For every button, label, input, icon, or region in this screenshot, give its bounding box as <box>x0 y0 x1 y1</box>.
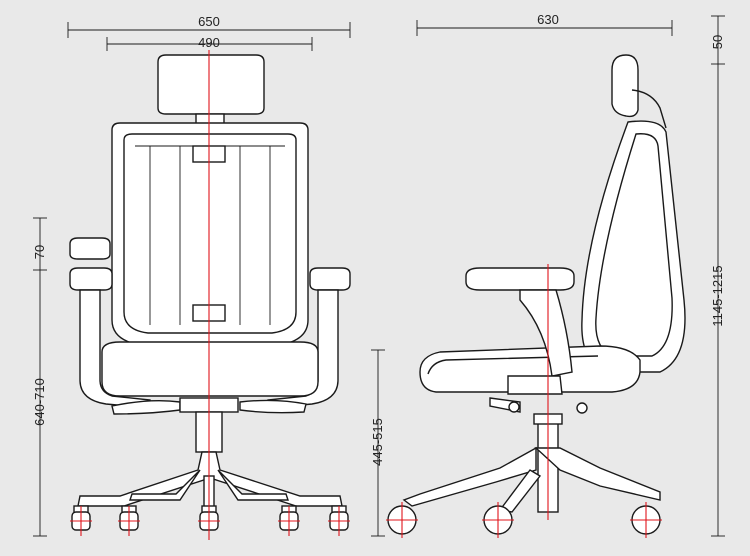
dimension-headrest-adjust: 50 <box>710 15 725 65</box>
front-backrest <box>111 122 309 346</box>
dim-label-70: 70 <box>32 245 47 259</box>
dimension-depth: 630 <box>416 12 673 36</box>
front-base <box>77 451 343 511</box>
side-armrest-pad <box>465 267 575 291</box>
dimension-armrest-height: 640-710 <box>32 270 47 537</box>
dimension-overall-width: 650 <box>67 14 351 38</box>
dimension-armrest-adjust: 70 <box>32 217 47 271</box>
side-centerlines <box>386 264 662 538</box>
dim-label-50: 50 <box>710 35 725 49</box>
dimension-overall-height: 1145-1215 <box>710 64 725 537</box>
side-casters <box>387 505 661 535</box>
side-seat <box>419 345 641 393</box>
front-view: 650 490 70 640-710 <box>32 14 351 540</box>
front-armrest-pad-upper-left <box>69 237 111 260</box>
dim-label-490: 490 <box>198 35 220 50</box>
front-armrest-pad-right <box>309 267 351 291</box>
front-casters <box>71 505 349 531</box>
dimension-seat-height: 445-515 <box>370 349 385 537</box>
dim-label-630: 630 <box>537 12 559 27</box>
dim-label-640-710: 640-710 <box>32 378 47 426</box>
dim-label-650: 650 <box>198 14 220 29</box>
side-base <box>402 446 661 513</box>
front-headrest <box>157 54 265 115</box>
dim-label-1145-1215: 1145-1215 <box>710 265 725 326</box>
front-seat <box>101 341 319 397</box>
front-centerlines <box>70 50 350 540</box>
dimension-back-width: 490 <box>106 35 313 51</box>
side-headrest <box>611 54 639 118</box>
front-armrest-pad-left <box>69 267 113 291</box>
side-view: 630 50 1145-1215 445-515 <box>370 12 725 538</box>
dim-label-445-515: 445-515 <box>370 418 385 466</box>
